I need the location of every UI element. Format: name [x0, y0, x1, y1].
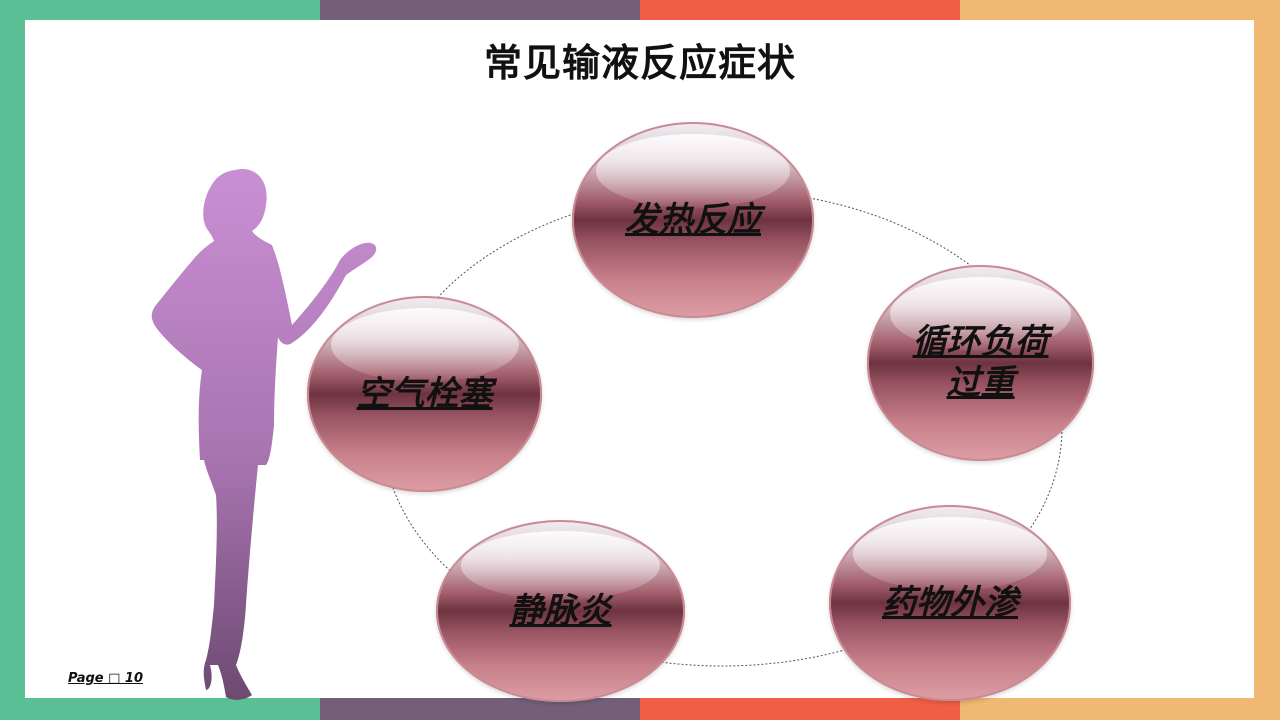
bottom-color-band — [0, 698, 1280, 720]
bubble-fever-label: 发热反应 — [625, 199, 761, 240]
bubble-circulatory-label: 循环负荷 过重 — [913, 322, 1049, 404]
right-border — [1254, 0, 1280, 720]
bubble-phlebitis-label: 静脉炎 — [509, 590, 612, 631]
bubble-circulatory-line1: 循环负荷 — [912, 322, 1049, 363]
bubble-extravasation-label: 药物外渗 — [882, 582, 1018, 623]
left-border — [0, 0, 25, 720]
bubble-air-embolism[interactable]: 空气栓塞 — [307, 296, 542, 492]
top-color-band — [0, 0, 1280, 20]
bubble-phlebitis[interactable]: 静脉炎 — [436, 520, 685, 702]
woman-silhouette-icon — [151, 169, 377, 700]
bubble-circulatory-overload[interactable]: 循环负荷 过重 — [867, 265, 1094, 461]
slide-title: 常见输液反应症状 — [483, 41, 796, 85]
bubble-air-embolism-label: 空气栓塞 — [356, 373, 493, 414]
bubble-drug-extravasation[interactable]: 药物外渗 — [829, 505, 1071, 701]
bubble-fever-reaction[interactable]: 发热反应 — [572, 122, 814, 318]
bubble-circulatory-line2: 过重 — [946, 363, 1015, 403]
page-number: Page □ 10 — [68, 671, 144, 686]
